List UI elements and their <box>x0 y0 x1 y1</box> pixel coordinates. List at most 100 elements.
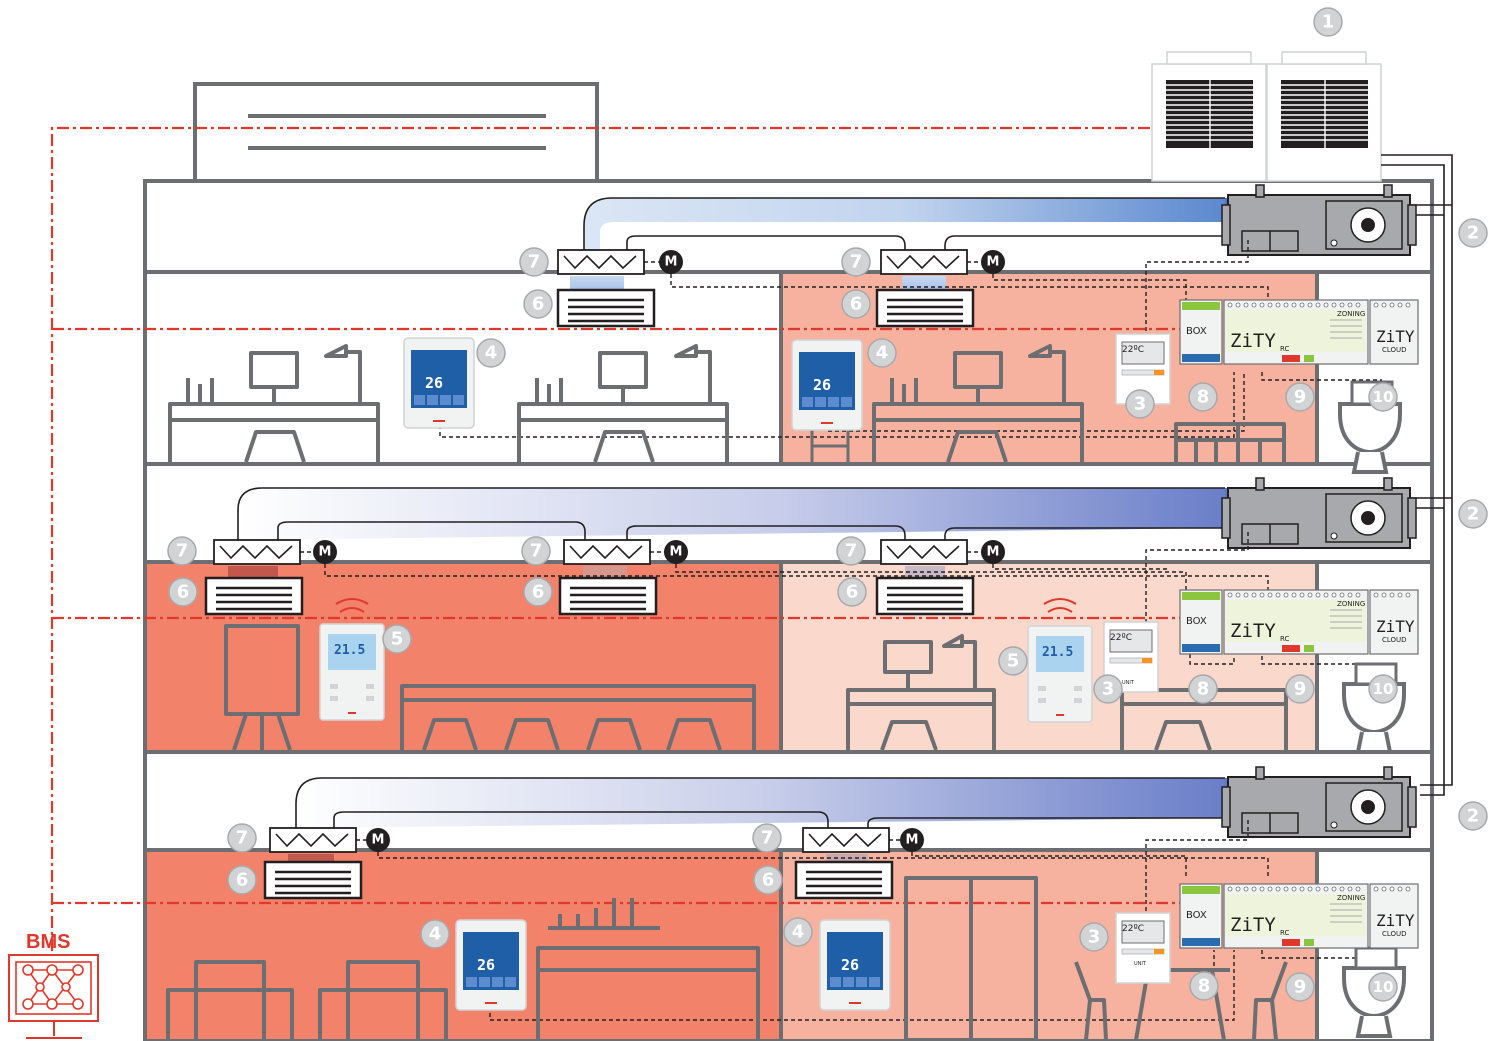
svg-text:21.5: 21.5 <box>334 643 365 658</box>
svg-text:CLOUD: CLOUD <box>1382 930 1407 938</box>
svg-text:BMS: BMS <box>26 931 70 953</box>
svg-text:3: 3 <box>1134 394 1147 415</box>
callout-number: 1 2 2 2 3 3 3 4 4 4 4 5 5 6 6 6 6 6 6 6 … <box>167 7 1488 1002</box>
svg-text:6: 6 <box>532 294 545 315</box>
outdoor-unit <box>1151 51 1382 182</box>
control-wiring <box>324 240 1382 1021</box>
thermostat-blueface: 26 <box>819 919 891 1011</box>
svg-text:7: 7 <box>176 541 189 562</box>
svg-text:26: 26 <box>477 956 495 974</box>
building-outline <box>143 179 1434 1041</box>
bms-terminal: BMS <box>8 931 99 1039</box>
motorized-damper <box>563 539 651 565</box>
motorized-damper <box>213 539 301 565</box>
svg-text:M: M <box>319 545 332 560</box>
svg-text:M: M <box>372 833 385 848</box>
motorized-damper <box>269 827 357 853</box>
svg-text:6: 6 <box>532 582 545 603</box>
air-grille <box>204 576 304 616</box>
svg-text:4: 4 <box>429 924 442 945</box>
svg-text:6: 6 <box>236 870 249 891</box>
thermostat-blueface: 26 <box>455 919 527 1011</box>
svg-text:8: 8 <box>1197 387 1210 408</box>
svg-text:M: M <box>906 833 919 848</box>
svg-text:22ºC: 22ºC <box>1110 633 1132 643</box>
thermostat-wireless: 21.5 <box>319 598 385 721</box>
svg-text:10: 10 <box>1373 388 1394 406</box>
toilet <box>1338 402 1402 474</box>
svg-text:5: 5 <box>1007 651 1020 672</box>
svg-text:ZONING: ZONING <box>1337 310 1365 318</box>
svg-text:2: 2 <box>1467 806 1480 827</box>
motorized-damper <box>880 539 968 565</box>
svg-text:BOX: BOX <box>1186 910 1207 921</box>
svg-text:10: 10 <box>1373 978 1394 996</box>
whiteboard <box>224 624 300 751</box>
svg-text:BOX: BOX <box>1186 616 1207 627</box>
svg-text:RC: RC <box>1280 929 1290 937</box>
air-grille <box>794 860 894 900</box>
duct-floor1 <box>584 198 1225 252</box>
svg-text:4: 4 <box>792 922 805 943</box>
svg-text:22ºC: 22ºC <box>1122 924 1144 934</box>
bms-communication-lines <box>50 126 1180 1008</box>
fancoil-unit-floor1 <box>1221 184 1417 256</box>
rooftop-unit-housing <box>193 82 599 183</box>
svg-text:CLOUD: CLOUD <box>1382 636 1407 644</box>
svg-text:7: 7 <box>845 541 858 562</box>
bookshelf <box>1174 422 1286 462</box>
motorized-damper <box>557 249 645 275</box>
svg-text:4: 4 <box>876 343 889 364</box>
duct-floor3 <box>296 778 1225 828</box>
svg-text:ZiTY: ZiTY <box>1230 620 1276 642</box>
svg-text:6: 6 <box>762 870 775 891</box>
air-grille <box>556 288 656 328</box>
svg-text:26: 26 <box>841 956 859 974</box>
svg-text:ZiTY: ZiTY <box>1376 617 1415 636</box>
svg-text:10: 10 <box>1373 680 1394 698</box>
svg-text:RC: RC <box>1280 635 1290 643</box>
svg-text:ZiTY: ZiTY <box>1230 330 1276 352</box>
unit-thermostat: 22ºC UNIT <box>1103 621 1159 693</box>
air-grille <box>875 288 975 328</box>
air-grille <box>875 576 975 616</box>
stool <box>810 430 850 462</box>
svg-text:BOX: BOX <box>1186 326 1207 337</box>
svg-text:CLOUD: CLOUD <box>1382 346 1407 354</box>
office-desk <box>517 344 729 463</box>
unit-thermostat: 22ºC UNIT <box>1115 912 1171 984</box>
svg-text:ZONING: ZONING <box>1337 600 1365 608</box>
svg-text:2: 2 <box>1467 223 1480 244</box>
zoning-controller: BOX ZiTY RC ZONING ZiTY CLOUD <box>1179 589 1419 655</box>
svg-text:1: 1 <box>1322 12 1335 33</box>
office-desk <box>168 344 380 463</box>
svg-text:ZiTY: ZiTY <box>1230 914 1276 936</box>
thermostat-blueface: 26 <box>403 337 475 429</box>
svg-text:6: 6 <box>177 582 190 603</box>
thermostat-wireless: 21.5 <box>1027 598 1093 723</box>
thermostat-blueface: 26 <box>791 339 863 431</box>
svg-text:21.5: 21.5 <box>1042 645 1073 660</box>
svg-text:7: 7 <box>528 252 541 273</box>
duct-floor2 <box>238 488 1225 540</box>
svg-text:7: 7 <box>850 252 863 273</box>
motorized-damper <box>880 249 968 275</box>
svg-text:8: 8 <box>1198 976 1211 997</box>
air-grille <box>558 576 658 616</box>
svg-text:M: M <box>670 545 683 560</box>
double-door <box>904 876 1038 1041</box>
svg-text:RC: RC <box>1280 345 1290 353</box>
svg-text:22ºC: 22ºC <box>1122 345 1144 355</box>
svg-text:6: 6 <box>846 582 859 603</box>
svg-text:9: 9 <box>1294 387 1307 408</box>
svg-text:3: 3 <box>1102 679 1115 700</box>
office-desk <box>872 344 1084 463</box>
svg-text:2: 2 <box>1467 504 1480 525</box>
damper-motor: M M M M M M M <box>313 250 1005 852</box>
air-grille <box>263 860 363 900</box>
svg-text:6: 6 <box>850 294 863 315</box>
fancoil-unit-floor3 <box>1221 766 1417 838</box>
svg-text:7: 7 <box>236 828 249 849</box>
armchair <box>166 960 294 1040</box>
